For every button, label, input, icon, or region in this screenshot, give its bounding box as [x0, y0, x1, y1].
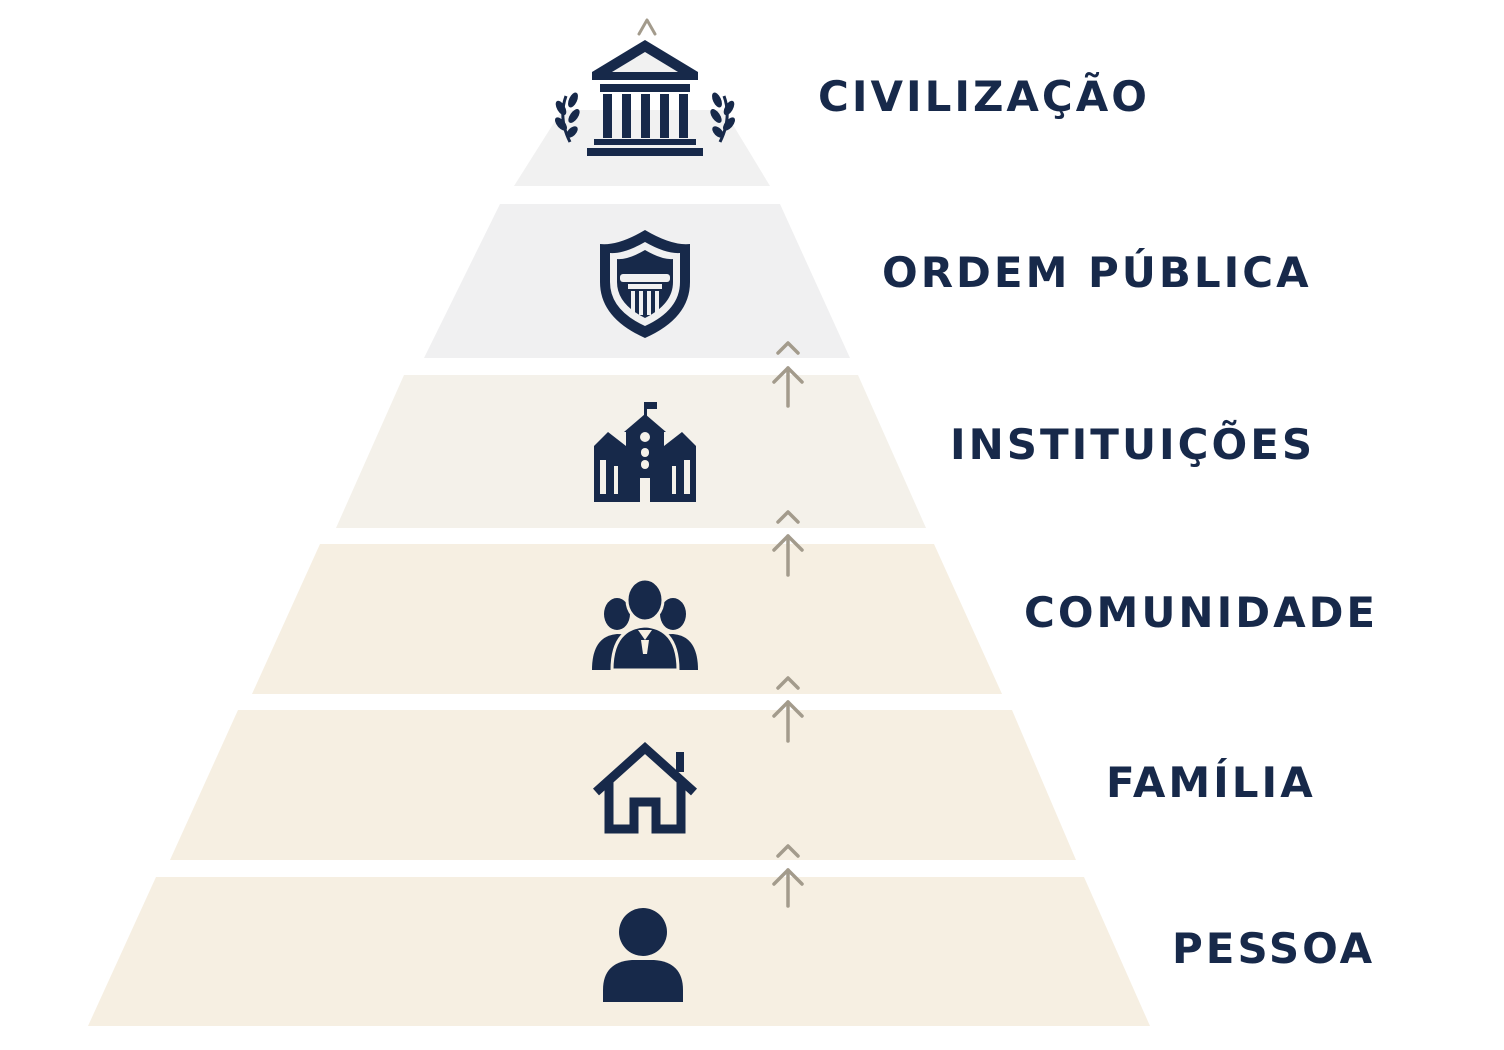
- school-building-icon: [594, 402, 696, 502]
- house-icon: [592, 741, 698, 834]
- person-icon: [603, 908, 683, 1002]
- tier-label-pessoa: PESSOA: [1172, 924, 1376, 973]
- up-arrow: [772, 510, 804, 577]
- tier-label-civilizacao: CIVILIZAÇÃO: [818, 72, 1150, 121]
- up-arrow: [637, 18, 657, 36]
- shield-column-icon: [600, 230, 690, 338]
- tier-band-familia: [170, 710, 1076, 860]
- tier-label-instituicoes: INSTITUIÇÕES: [950, 420, 1316, 469]
- tier-label-comunidade: COMUNIDADE: [1024, 588, 1379, 637]
- tier-label-familia: FAMÍLIA: [1106, 758, 1316, 807]
- up-arrow: [772, 341, 804, 408]
- tier-band-pessoa: [88, 877, 1150, 1026]
- group-people-icon: [592, 577, 698, 672]
- up-arrow: [772, 676, 804, 743]
- tier-label-ordem-publica: ORDEM PÚBLICA: [882, 248, 1312, 297]
- up-arrow: [772, 844, 804, 908]
- classical-temple-icon: [555, 40, 735, 156]
